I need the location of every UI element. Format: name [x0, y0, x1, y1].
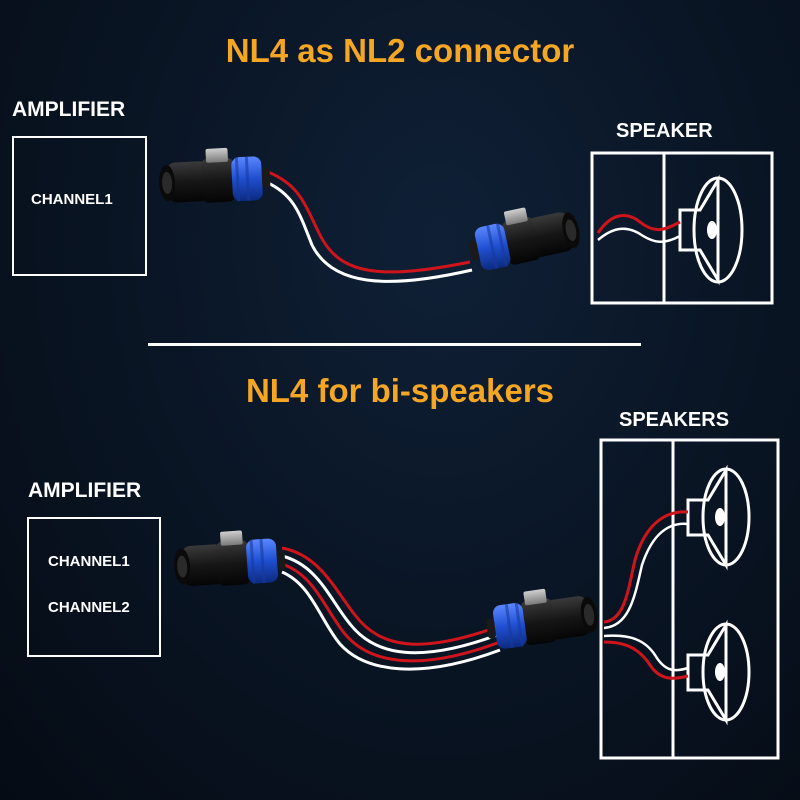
top-cable-white: [265, 180, 473, 283]
bottom-left-connector: [172, 527, 287, 590]
bottom-speakers-label: SPEAKERS: [619, 409, 730, 431]
lower-speaker-dustcap: [715, 663, 725, 681]
top-channel1-label: CHANNEL1: [31, 191, 113, 208]
section-divider: [148, 343, 641, 346]
top-internal-white: [597, 227, 681, 243]
bottom-amplifier-label: AMPLIFIER: [28, 479, 142, 502]
bottom-diagram-title: NL4 for bi-speakers: [245, 372, 555, 409]
bottom-internal-white-1: [603, 522, 689, 630]
top-speaker-dustcap: [707, 221, 717, 239]
top-amplifier-box: CHANNEL1: [12, 136, 147, 276]
top-cable-red: [267, 170, 471, 274]
bottom-internal-red-1: [603, 510, 689, 624]
bottom-channel2-label: CHANNEL2: [48, 599, 130, 616]
bottom-cable-white-2: [281, 570, 501, 671]
bottom-cable-white-1: [281, 554, 501, 655]
bottom-speakers-cabinet: [599, 438, 780, 760]
bottom-amplifier-box: CHANNEL1 CHANNEL2: [27, 517, 161, 657]
bottom-cable-red-1: [281, 546, 501, 646]
bottom-right-connector: [483, 582, 600, 651]
top-internal-red: [596, 213, 681, 234]
top-left-connector: [157, 145, 272, 206]
bottom-cable-red-2: [281, 562, 501, 663]
top-amplifier-label: AMPLIFIER: [12, 98, 126, 121]
top-speaker-label: SPEAKER: [616, 120, 713, 142]
top-right-connector: [464, 197, 584, 273]
bottom-internal-white-2: [603, 634, 689, 672]
bottom-internal-red-2: [603, 640, 689, 680]
upper-speaker-dustcap: [715, 508, 725, 526]
top-diagram-title: NL4 as NL2 connector: [225, 32, 575, 69]
bottom-channel1-label: CHANNEL1: [48, 553, 130, 570]
